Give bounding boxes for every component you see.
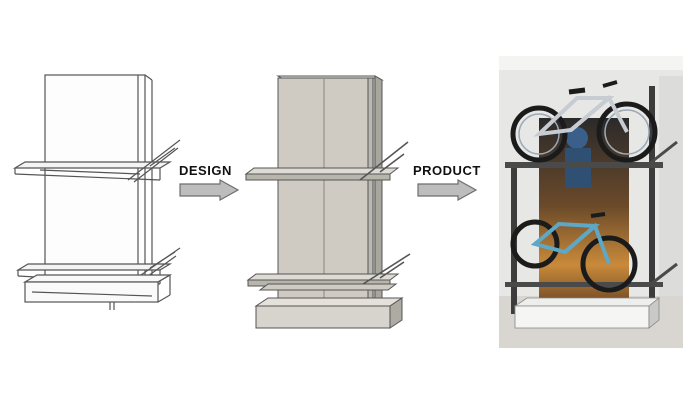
- rendered-rack-model: [240, 68, 415, 338]
- design-label: DESIGN: [179, 163, 232, 178]
- arrow-right-icon: [178, 179, 240, 201]
- arrow-right-icon-2: [416, 179, 478, 201]
- product-label: PRODUCT: [413, 163, 481, 178]
- wireframe-rack-drawing: [10, 70, 190, 330]
- product-photo: [499, 56, 683, 348]
